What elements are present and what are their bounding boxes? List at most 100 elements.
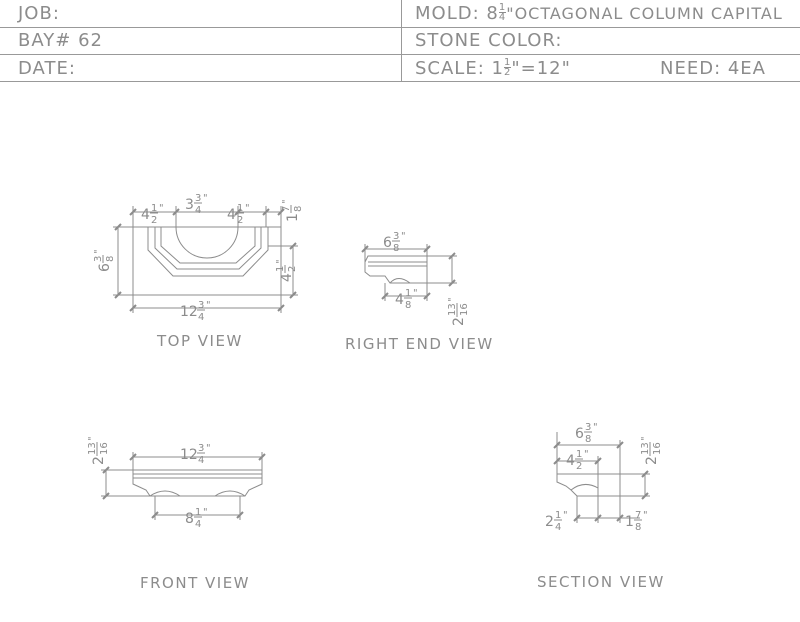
- tick: [553, 457, 561, 465]
- tick: [114, 223, 122, 231]
- dim-unit: ": [206, 443, 211, 454]
- dim-whole: 6: [383, 235, 392, 251]
- dim-top-center: 3 3 4 ": [185, 193, 208, 216]
- dim-num: 13: [447, 303, 458, 316]
- date-field: DATE:: [18, 58, 76, 79]
- tick: [289, 242, 297, 250]
- dim-num: 3: [393, 231, 399, 242]
- dim-whole: 12: [180, 447, 198, 463]
- dim-unit: ": [584, 449, 589, 460]
- tick: [616, 514, 624, 522]
- section-profile: [556, 473, 621, 497]
- scale-prefix: SCALE: 1: [415, 58, 504, 79]
- tick: [129, 453, 137, 461]
- dim-unit: ": [401, 231, 406, 242]
- dim-sec-bottom-left: 2 1 4 ": [545, 510, 568, 533]
- tick: [641, 470, 649, 478]
- dim-num: 13: [87, 442, 98, 455]
- dim-whole: 4: [279, 273, 295, 282]
- dim-den: 16: [652, 442, 663, 455]
- dim-num: 7: [281, 206, 292, 212]
- tick: [129, 304, 137, 312]
- dim-unit: ": [593, 422, 598, 433]
- right-end-view-title: RIGHT END VIEW: [345, 335, 494, 353]
- tick: [114, 291, 122, 299]
- dim-unit: ": [643, 510, 648, 521]
- dim-top-left: 4 1 2 ": [141, 203, 164, 226]
- front-view-cove: [214, 490, 246, 497]
- dim-sec-inner: 4 1 2 ": [566, 449, 589, 472]
- dim-unit: ": [93, 249, 104, 254]
- dim-den: 4: [198, 312, 204, 323]
- tick: [573, 514, 581, 522]
- right-end-cove: [389, 278, 411, 284]
- dim-whole: 2: [91, 456, 107, 465]
- dim-den: 16: [99, 442, 110, 455]
- dim-whole: 2: [545, 514, 554, 530]
- mold-prefix: MOLD: 8: [415, 3, 499, 24]
- dim-front-width: 12 3 4 ": [180, 443, 211, 466]
- dim-whole: 6: [575, 426, 584, 442]
- tick: [594, 514, 602, 522]
- dim-den: 4: [555, 522, 561, 533]
- dim-whole: 2: [451, 317, 467, 326]
- dim-sec-height: 2 13 16 ": [640, 436, 663, 465]
- scale-frac-num: 1: [503, 57, 512, 68]
- top-view-title: TOP VIEW: [156, 332, 243, 350]
- dim-num: 7: [635, 510, 641, 521]
- mold-suffix: "OCTAGONAL COLUMN CAPITAL: [506, 4, 783, 23]
- dim-unit: ": [206, 300, 211, 311]
- dim-whole: 6: [97, 263, 113, 272]
- top-view-column-cutout: [175, 226, 239, 259]
- dim-whole: 4: [395, 292, 404, 308]
- dim-whole: 8: [185, 511, 194, 527]
- tick: [102, 492, 110, 500]
- dim-num: 1: [237, 203, 243, 214]
- dim-den: 2: [576, 461, 582, 472]
- dim-num: 13: [640, 442, 651, 455]
- dim-den: 8: [393, 243, 399, 254]
- dim-sec-bottom-right: 1 7 8 ": [625, 510, 648, 533]
- dim-re-width: 6 3 8 ": [383, 231, 406, 254]
- dim-whole: 4: [227, 207, 236, 223]
- tick: [553, 441, 561, 449]
- dim-unit: ": [203, 193, 208, 204]
- job-field: JOB:: [18, 3, 60, 24]
- dim-den: 4: [195, 205, 201, 216]
- tick: [381, 292, 389, 300]
- dim-whole: 1: [625, 514, 634, 530]
- dim-num: 1: [555, 510, 561, 521]
- dim-unit: ": [203, 507, 208, 518]
- front-view-cove: [149, 490, 181, 497]
- top-view-octagon-core: [160, 227, 256, 264]
- tick: [616, 441, 624, 449]
- tick: [448, 279, 456, 287]
- tick: [129, 208, 137, 216]
- dim-top-height: 6 3 8 ": [93, 249, 116, 272]
- section-view-drawing: [553, 432, 650, 523]
- section-cove: [570, 484, 599, 491]
- dim-den: 2: [287, 266, 298, 272]
- dim-whole: 4: [141, 207, 150, 223]
- title-block-rule: [0, 27, 800, 28]
- right-end-view-drawing: [361, 244, 457, 301]
- tick: [423, 292, 431, 300]
- scale-suffix: "=12": [511, 58, 571, 79]
- dim-whole: 3: [185, 197, 194, 213]
- dim-num: 1: [405, 288, 411, 299]
- dim-unit: ": [159, 203, 164, 214]
- dim-unit: ": [447, 297, 458, 302]
- tick: [277, 208, 285, 216]
- dim-front-bottom: 8 1 4 ": [185, 507, 208, 530]
- dim-num: 1: [151, 203, 157, 214]
- bay-field: BAY# 62: [18, 30, 103, 51]
- dim-den: 16: [459, 303, 470, 316]
- dim-den: 8: [405, 300, 411, 311]
- dim-num: 1: [195, 507, 201, 518]
- tick: [448, 252, 456, 260]
- dim-top-width: 12 3 4 ": [180, 300, 211, 323]
- section-view-title: SECTION VIEW: [537, 573, 665, 591]
